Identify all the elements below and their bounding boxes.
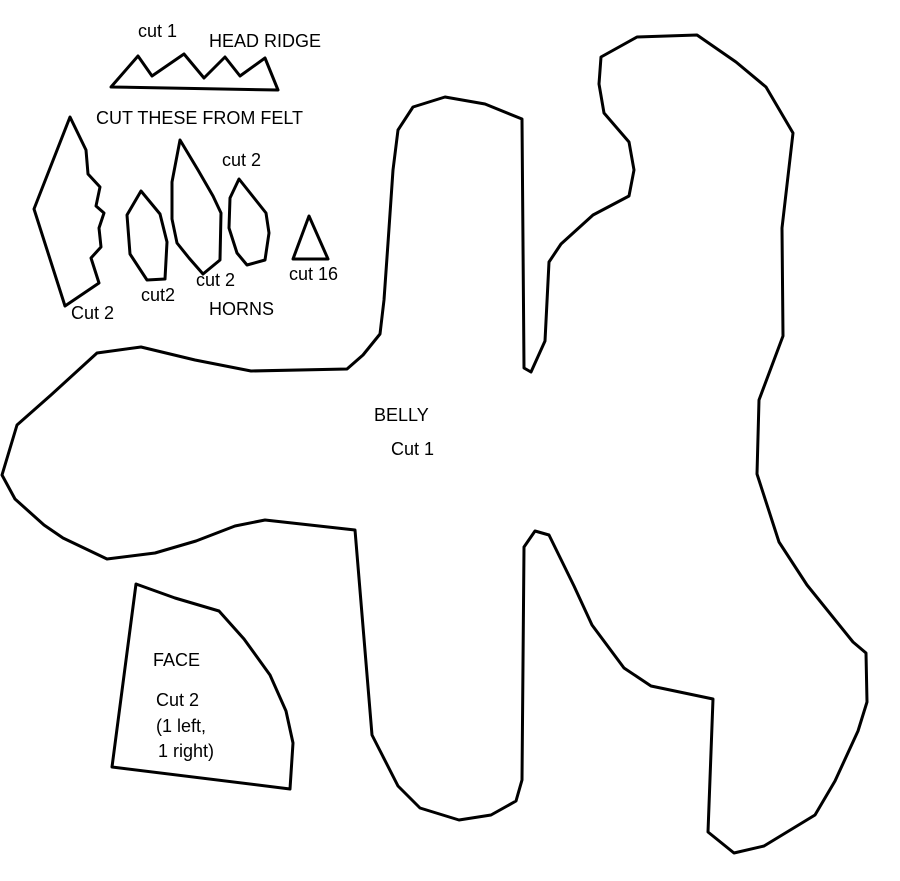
horn-medium-cut-label: cut 2	[222, 150, 261, 170]
belly-title: BELLY	[374, 405, 429, 425]
horn-medium-outline	[227, 177, 271, 267]
felt-instruction: CUT THESE FROM FELT	[96, 108, 303, 128]
spike-triangle-outline	[291, 214, 330, 261]
head-ridge-title: HEAD RIDGE	[209, 31, 321, 51]
face-title: FACE	[153, 650, 200, 670]
face-cut-label: Cut 2	[156, 690, 199, 710]
horn-large-outline	[32, 115, 106, 308]
head-ridge-outline	[109, 52, 280, 92]
belly-outline	[0, 33, 869, 855]
belly-cut-label: Cut 1	[391, 439, 434, 459]
spike-cut-label: cut 16	[289, 264, 338, 284]
horn-tall-cut-label: cut 2	[196, 270, 235, 290]
horn-large-cut-label: Cut 2	[71, 303, 114, 323]
horns-title: HORNS	[209, 299, 274, 319]
head-ridge-piece: cut 1 HEAD RIDGE	[109, 21, 321, 92]
horn-pieces: Cut 2 cut2 cut 2 cut 2 cut 16 HORNS	[32, 115, 338, 323]
face-piece: FACE Cut 2 (1 left, 1 right)	[110, 582, 295, 791]
horn-small-cut-label: cut2	[141, 285, 175, 305]
face-note-line1: (1 left,	[156, 716, 206, 736]
belly-piece: BELLY Cut 1	[0, 33, 869, 855]
horn-small-outline	[125, 189, 169, 282]
face-note-line2: 1 right)	[158, 741, 214, 761]
horn-tall-outline	[170, 138, 223, 276]
face-outline	[110, 582, 295, 791]
head-ridge-cut-label: cut 1	[138, 21, 177, 41]
